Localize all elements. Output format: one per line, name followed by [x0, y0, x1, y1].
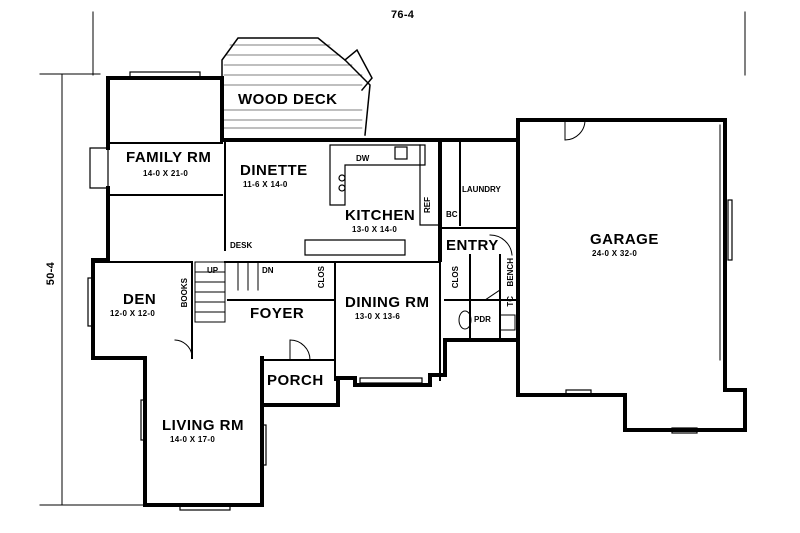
interior-walls — [92, 139, 519, 381]
entry-closet-label: CLOS — [451, 266, 460, 289]
foyer-label: FOYER — [250, 305, 305, 322]
overall-depth-dimension: 50-4 — [45, 262, 57, 286]
foyer-closet-label: CLOS — [317, 266, 326, 289]
dinette-size: 11-6 X 14-0 — [243, 180, 288, 189]
powder-room-fixtures — [458, 310, 516, 331]
kitchen-size: 13-0 X 14-0 — [352, 225, 398, 234]
family-room-label: FAMILY RM — [126, 149, 212, 166]
wood-deck-outline — [221, 37, 373, 136]
dimension-lines — [39, 11, 746, 506]
windows — [87, 71, 733, 511]
trash-compactor-label: TC — [506, 296, 515, 307]
staircase — [194, 261, 259, 323]
porch-label: PORCH — [267, 372, 324, 389]
desk-label: DESK — [230, 241, 253, 250]
bookshelf-label: BOOKS — [180, 278, 189, 308]
stairs-up-label: UP — [207, 266, 219, 275]
living-room-label: LIVING RM — [162, 417, 244, 434]
laundry-label: LAUNDRY — [462, 185, 501, 194]
den-size: 12-0 X 12-0 — [110, 309, 156, 318]
dining-room-size: 13-0 X 13-6 — [355, 312, 401, 321]
powder-room-label: PDR — [474, 315, 491, 324]
dining-room-label: DINING RM — [345, 294, 430, 311]
bench-label: BENCH — [506, 258, 515, 287]
family-room-size: 14-0 X 21-0 — [143, 169, 189, 178]
overall-width-dimension: 76-4 — [391, 9, 415, 21]
living-room-size: 14-0 X 17-0 — [170, 435, 216, 444]
refrigerator-label: REF — [423, 197, 432, 213]
garage-size: 24-0 X 32-0 — [592, 249, 638, 258]
door-swings — [174, 119, 586, 361]
kitchen-label: KITCHEN — [345, 207, 416, 224]
stairs-down-label: DN — [262, 266, 274, 275]
broom-closet-label: BC — [446, 210, 458, 219]
den-label: DEN — [123, 291, 157, 308]
dinette-label: DINETTE — [240, 162, 308, 179]
kitchen-counters — [304, 144, 441, 256]
garage-label: GARAGE — [590, 231, 659, 248]
wood-deck-label: WOOD DECK — [238, 91, 338, 108]
dishwasher-label: DW — [356, 154, 370, 163]
entry-label: ENTRY — [446, 237, 499, 254]
